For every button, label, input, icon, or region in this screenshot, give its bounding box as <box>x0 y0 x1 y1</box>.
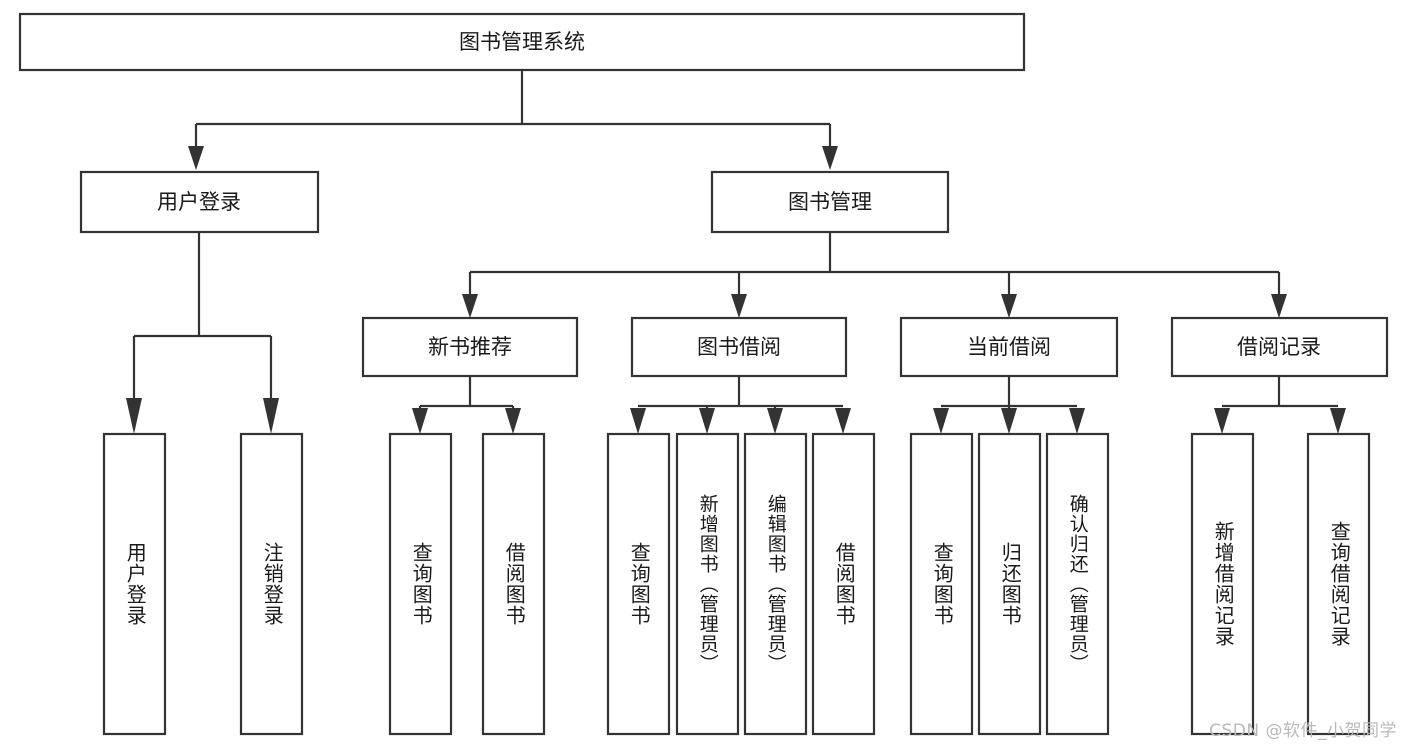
arrow-head-borrow-record <box>1271 294 1287 318</box>
arrow-head-br-add-record <box>1214 408 1230 434</box>
arrow-head-current-borrow <box>1001 294 1017 318</box>
connector-newbook-to-leaves <box>412 376 521 434</box>
node-user-login-box[interactable] <box>79 170 320 234</box>
arrow-head-leaf-logout <box>263 398 279 434</box>
node-new-book-recommend-box[interactable] <box>361 316 579 378</box>
leaf-box-br-add-record[interactable] <box>1190 432 1255 736</box>
arrow-head-bb-edit-book <box>767 408 783 434</box>
arrow-head-bb-add-book <box>699 408 715 434</box>
node-new-book-recommend[interactable]: 新书推荐 <box>361 316 579 378</box>
node-root-box[interactable] <box>18 12 1026 72</box>
leaf-box-br-query-record[interactable] <box>1306 432 1371 736</box>
leaf-box-bb-add-book[interactable] <box>675 432 740 736</box>
node-book-management[interactable]: 图书管理 <box>710 170 950 234</box>
arrow-head-bb-borrow-book <box>835 408 851 434</box>
connector-bookborrow-to-leaves <box>630 376 851 434</box>
arrow-head-new-book <box>462 294 478 318</box>
node-book-management-label: 图书管理 <box>788 190 872 214</box>
connector-borrowrecord-to-leaves <box>1214 376 1346 434</box>
leaf-box-bb-edit-book[interactable] <box>743 432 808 736</box>
leaf-box-logout[interactable] <box>239 432 304 736</box>
node-new-book-recommend-label: 新书推荐 <box>428 335 512 359</box>
node-user-login-label: 用户登录 <box>157 190 241 214</box>
node-borrow-record-box[interactable] <box>1170 316 1389 378</box>
arrow-head-cb-confirm-return <box>1069 408 1085 434</box>
node-borrow-record-label: 借阅记录 <box>1237 335 1321 359</box>
node-root-system[interactable]: 图书管理系统 <box>18 12 1026 72</box>
arrow-head-br-query-record <box>1330 408 1346 434</box>
node-book-management-box[interactable] <box>710 170 950 234</box>
leaf-box-nb-query-book[interactable] <box>388 432 453 736</box>
arrow-head-cb-query-book <box>933 408 949 434</box>
watermark-text: CSDN @软件_小贺同学 <box>1209 721 1397 741</box>
node-current-borrow-box[interactable] <box>899 316 1119 378</box>
node-borrow-record[interactable]: 借阅记录 <box>1170 316 1389 378</box>
leaf-box-cb-query-book[interactable] <box>909 432 974 736</box>
leaf-box-bb-borrow-book[interactable] <box>811 432 876 736</box>
arrow-head-book-borrow <box>731 294 747 318</box>
connector-userlogin-to-leaves <box>126 232 279 434</box>
leaf-box-nb-borrow-book[interactable] <box>481 432 546 736</box>
arrow-head-user-login <box>188 146 204 170</box>
node-user-login[interactable]: 用户登录 <box>79 170 320 234</box>
connector-currentborrow-to-leaves <box>933 376 1085 434</box>
connector-bookmgmt-to-level3 <box>462 232 1287 318</box>
node-book-borrow[interactable]: 图书借阅 <box>630 316 848 378</box>
leaf-box-cb-return-book[interactable] <box>977 432 1042 736</box>
node-current-borrow[interactable]: 当前借阅 <box>899 316 1119 378</box>
arrow-head-nb-borrow-book <box>505 408 521 434</box>
leaf-box-cb-confirm-return[interactable] <box>1045 432 1110 736</box>
leaf-box-user-login[interactable] <box>102 432 167 736</box>
node-current-borrow-label: 当前借阅 <box>967 335 1051 359</box>
node-book-borrow-box[interactable] <box>630 316 848 378</box>
leaf-box-bb-query-book[interactable] <box>606 432 671 736</box>
node-book-borrow-label: 图书借阅 <box>697 335 781 359</box>
arrow-head-book-mgmt <box>822 146 838 170</box>
arrow-head-leaf-user-login <box>126 398 142 434</box>
node-root-label: 图书管理系统 <box>459 30 585 54</box>
arrow-head-nb-query-book <box>412 408 428 434</box>
connector-root-to-level2 <box>188 70 838 170</box>
arrow-head-cb-return-book <box>1001 408 1017 434</box>
arrow-head-bb-query-book <box>630 408 646 434</box>
